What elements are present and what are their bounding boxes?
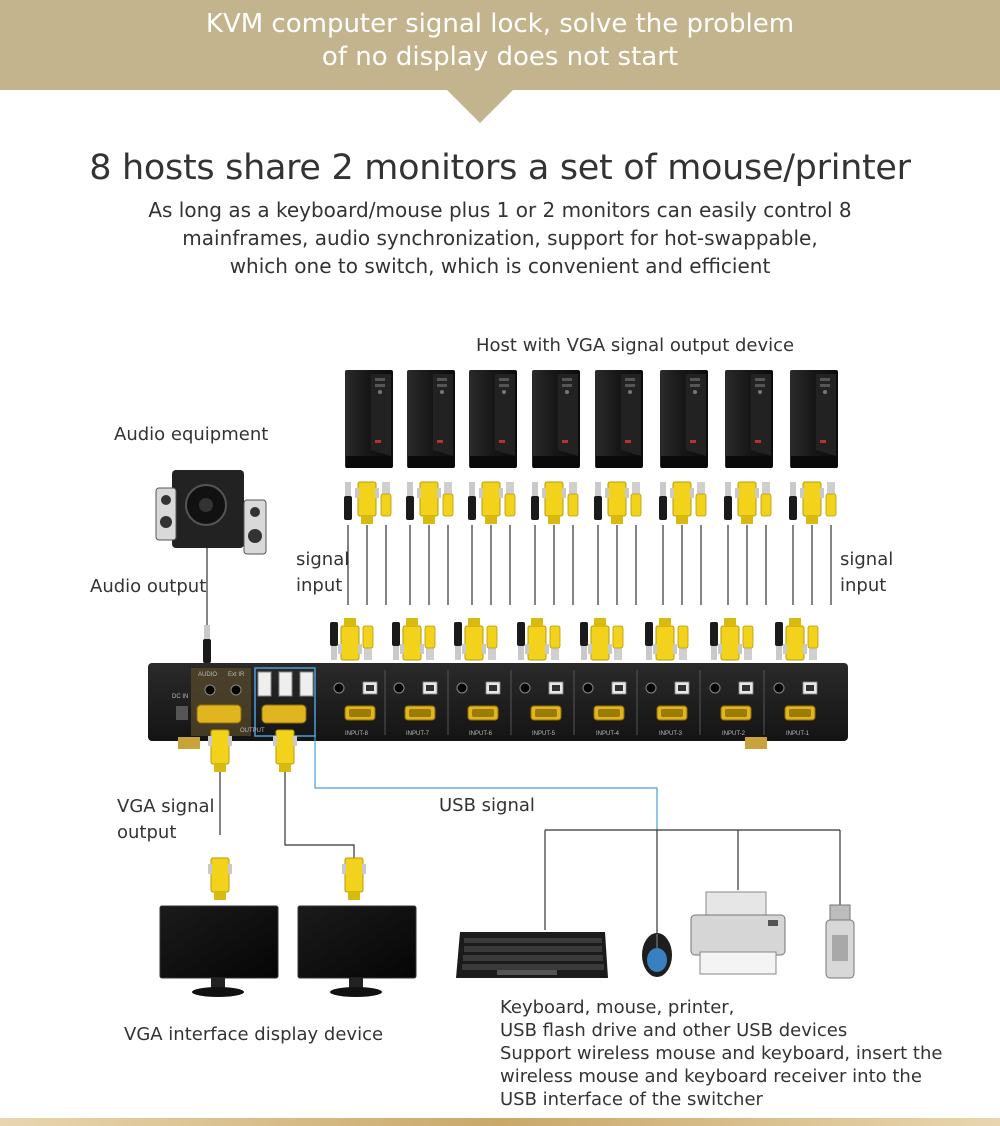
input-8-label: INPUT-8: [345, 731, 369, 737]
pc-tower-3: [469, 370, 517, 468]
pc-tower-8: [790, 370, 838, 468]
pc-tower-1: [345, 370, 393, 468]
output-label: OUTPUT: [240, 728, 265, 734]
signal-input-right-line-1: signal: [840, 547, 893, 573]
vga-output-line-1: VGA signal: [117, 794, 215, 820]
printer: [691, 892, 785, 974]
vga-output-label: VGA signal output: [117, 794, 215, 846]
input-5-label: INPUT-5: [532, 731, 556, 737]
pc-tower-6: [660, 370, 708, 468]
top-connectors: [344, 482, 836, 524]
usb-devices-line-1: Keyboard, mouse, printer,: [500, 996, 942, 1019]
signal-input-left-line-1: signal: [296, 547, 349, 573]
vga-output-line-2: output: [117, 820, 215, 846]
ext-label: Ext IR: [228, 672, 245, 678]
bottom-decor-line: [0, 1118, 1000, 1126]
monitor-2: [298, 906, 416, 997]
signal-input-right-label: signal input: [840, 547, 893, 599]
input-cables: [348, 525, 831, 605]
display-device-label: VGA interface display device: [124, 1022, 383, 1048]
usb-signal-label: USB signal: [439, 793, 535, 819]
speaker-set: [156, 470, 266, 554]
dc-in-label: DC IN: [172, 694, 188, 700]
usb-devices-label: Keyboard, mouse, printer, USB flash driv…: [500, 996, 942, 1111]
usb-devices-line-2: USB flash drive and other USB devices: [500, 1019, 942, 1042]
input-7-label: INPUT-7: [406, 731, 430, 737]
pc-tower-7: [725, 370, 773, 468]
input-2-label: INPUT-2: [722, 731, 746, 737]
pc-tower-5: [595, 370, 643, 468]
input-4-label: INPUT-4: [596, 731, 620, 737]
pc-tower-2: [407, 370, 455, 468]
input-1-label: INPUT-1: [786, 731, 810, 737]
mouse: [642, 933, 672, 977]
host-computers: [345, 370, 838, 468]
signal-input-left-label: signal input: [296, 547, 349, 599]
usb-flash-drive: [826, 905, 854, 978]
usb-devices-line-4: wireless mouse and keyboard receiver int…: [500, 1065, 942, 1088]
signal-input-left-line-2: input: [296, 573, 349, 599]
usb-devices-line-3: Support wireless mouse and keyboard, ins…: [500, 1042, 942, 1065]
usb-devices-line-5: USB interface of the switcher: [500, 1088, 942, 1111]
audio-output-label: Audio output: [90, 574, 206, 600]
input-3-label: INPUT-3: [659, 731, 683, 737]
bottom-connectors: [330, 618, 818, 660]
audio-label: AUDIO: [198, 672, 217, 678]
monitor-1: [160, 906, 278, 997]
audio-equipment-label: Audio equipment: [114, 422, 268, 448]
hosts-label: Host with VGA signal output device: [476, 333, 794, 359]
keyboard: [456, 932, 608, 978]
vga-output-cables: [208, 730, 366, 900]
input-6-label: INPUT-6: [469, 731, 493, 737]
pc-tower-4: [532, 370, 580, 468]
signal-input-right-line-2: input: [840, 573, 893, 599]
